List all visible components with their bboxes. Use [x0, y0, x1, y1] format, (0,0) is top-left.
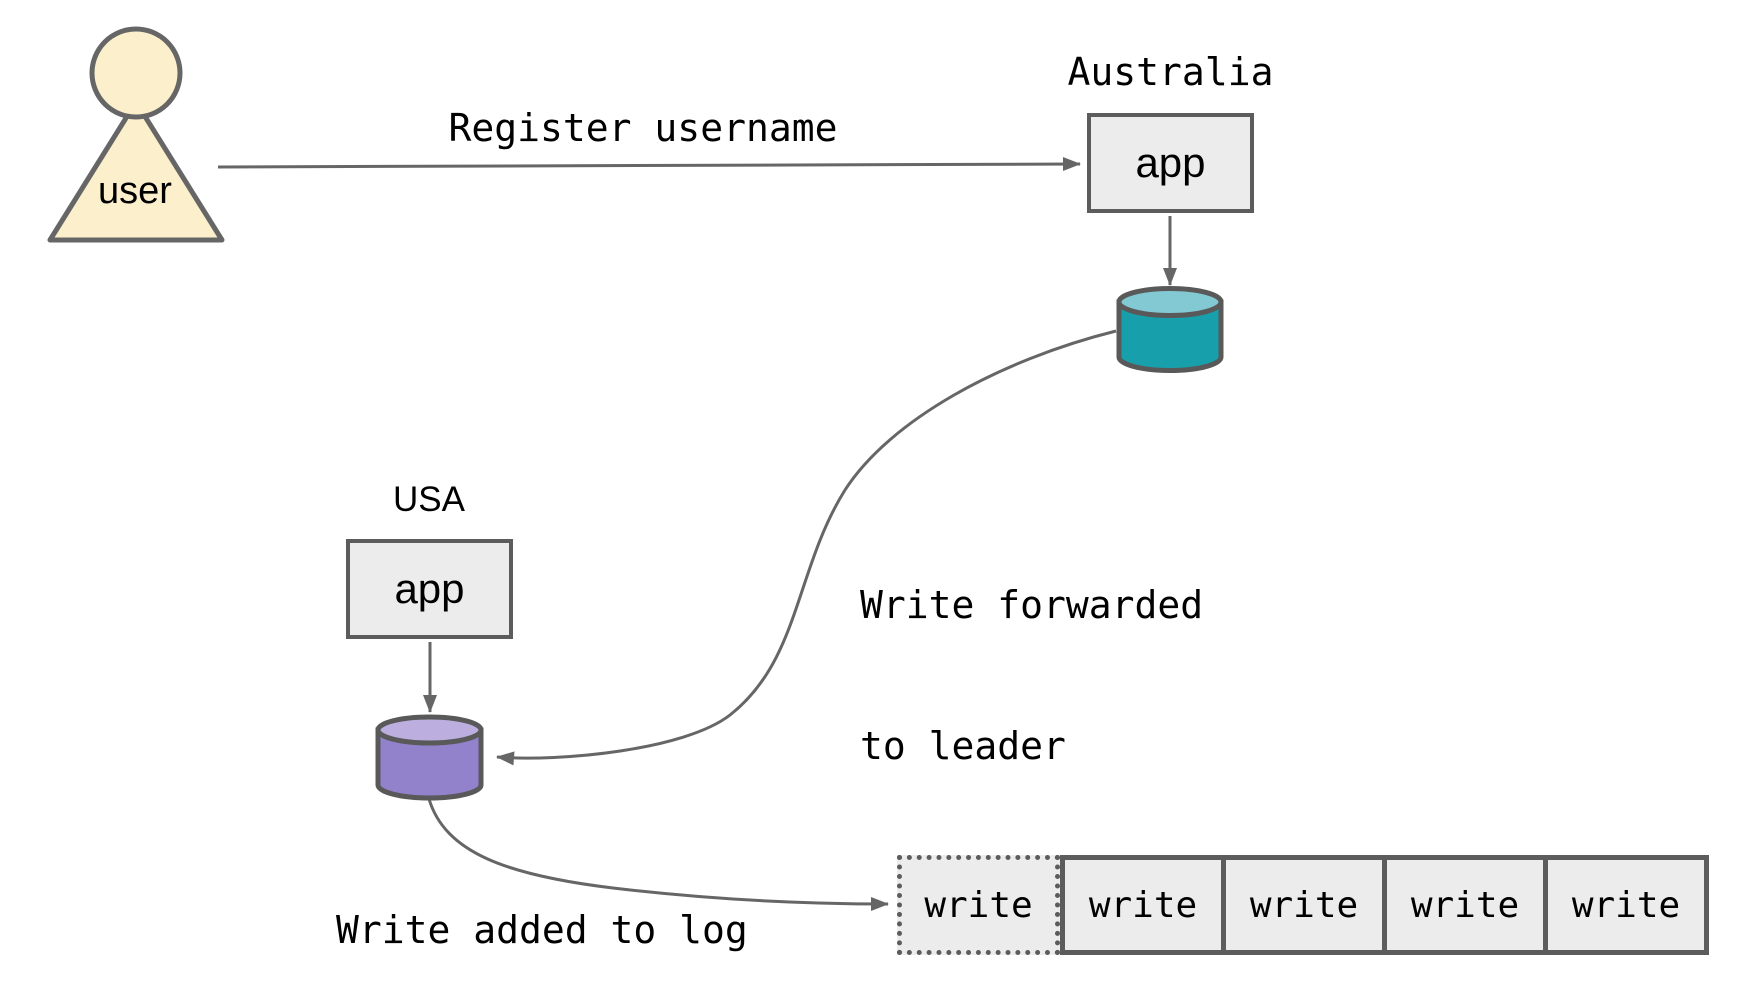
user-label: user — [98, 170, 172, 212]
usa-app-label: app — [394, 565, 465, 612]
australia-app-label: app — [1135, 139, 1206, 186]
register-username-label: Register username — [448, 106, 838, 150]
australia-region-label: Australia — [1067, 50, 1274, 94]
write-to-log-arrow — [427, 798, 889, 911]
person-head-circle — [89, 26, 183, 120]
write-forwarded-line1: Write forwarded — [860, 583, 1204, 627]
person-icon — [47, 26, 225, 243]
follower-database-icon — [375, 714, 484, 801]
usa-app-node: app — [346, 539, 513, 639]
write-forwarded-line2: to leader — [860, 724, 1066, 768]
log-cell: write — [1543, 855, 1709, 955]
leader-database-top — [1116, 286, 1224, 318]
write-forwarded-label: Write forwarded to leader — [860, 488, 1203, 864]
follower-database-top — [375, 714, 484, 746]
follower-database-body — [375, 727, 484, 801]
write-forward-arrow — [496, 329, 1117, 766]
log-cell: write — [1382, 855, 1548, 955]
write-added-to-log-label: Write added to log — [336, 908, 748, 952]
leader-database-icon — [1116, 286, 1224, 373]
leader-database-body — [1116, 299, 1224, 373]
log-cell: write — [1060, 855, 1226, 955]
australia-app-node: app — [1087, 113, 1254, 213]
register-arrow — [217, 157, 1081, 172]
person-body-triangle — [47, 99, 225, 243]
log-cell: write — [1221, 855, 1387, 955]
usa-region-label: USA — [393, 480, 465, 519]
log-cell: write — [897, 855, 1060, 955]
